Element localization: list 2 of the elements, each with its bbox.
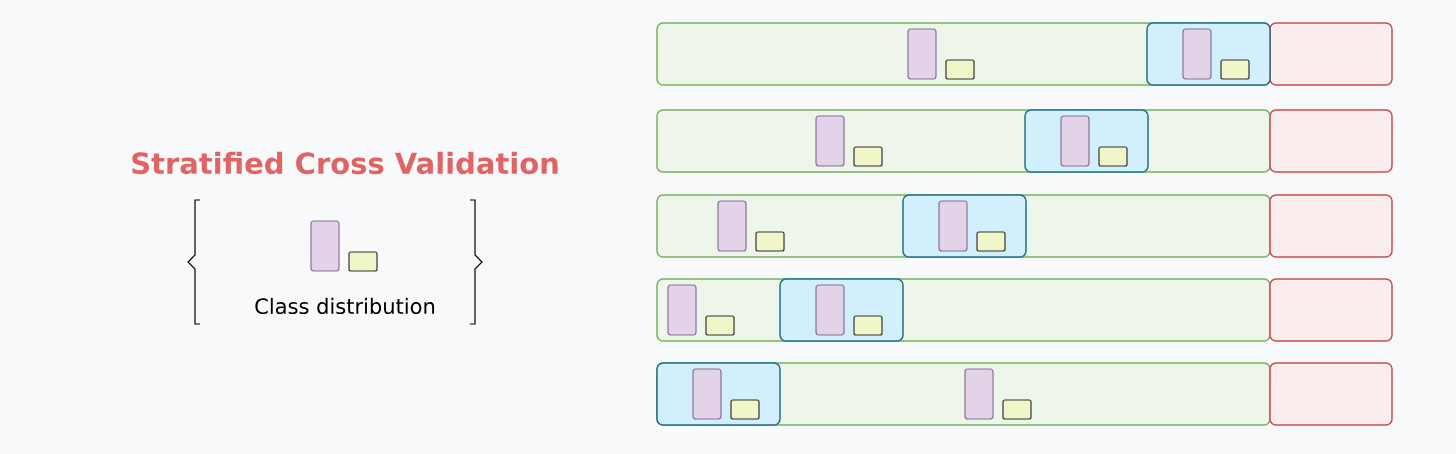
caption-text: Class distribution <box>255 297 435 315</box>
title: Stratified Cross Validation <box>132 151 558 175</box>
